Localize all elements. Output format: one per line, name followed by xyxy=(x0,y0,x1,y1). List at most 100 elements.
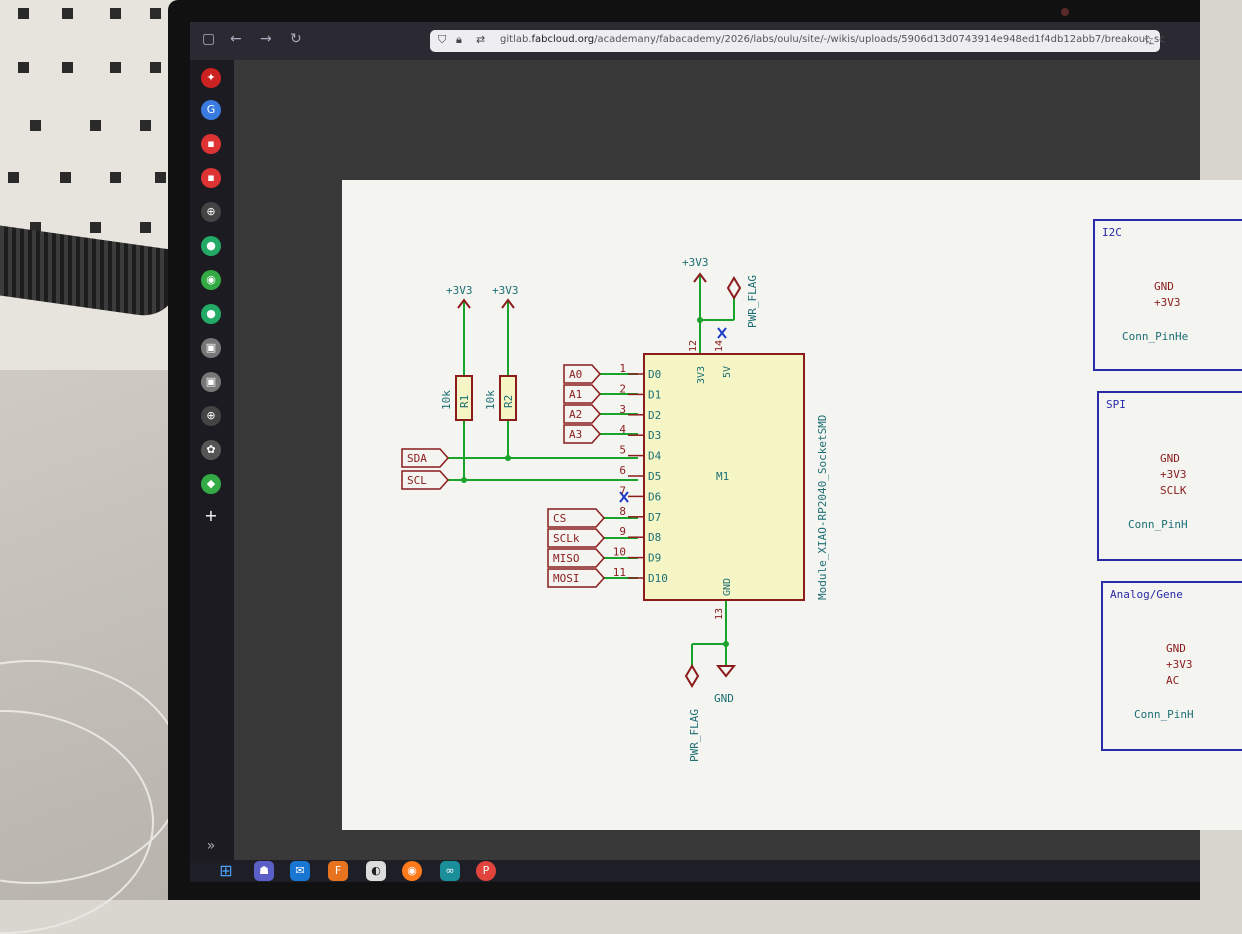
net-label: A3 xyxy=(569,428,582,441)
puzzle-icon[interactable]: ▣ xyxy=(201,372,221,392)
url-text: gitlab.fabcloud.org/academany/fabacademy… xyxy=(500,34,1165,45)
panel-line: Conn_PinH xyxy=(1128,518,1188,531)
panel-line: +3V3 xyxy=(1154,296,1181,309)
url-domain: fabcloud.org xyxy=(531,34,595,45)
net-label-tag xyxy=(547,548,606,568)
panel-line: +3V3 xyxy=(1160,468,1187,481)
panel-title: I2C xyxy=(1102,226,1122,239)
resistor-body xyxy=(499,375,517,421)
resistor-body xyxy=(455,375,473,421)
pin-3v3: 3V3 xyxy=(696,366,707,384)
net-label: MISO xyxy=(553,552,580,565)
fusion-icon[interactable]: F xyxy=(328,861,348,881)
settings-icon[interactable]: ✿ xyxy=(201,440,221,460)
windows-start-icon[interactable]: ⊞ xyxy=(219,861,233,880)
app-icon[interactable]: ▪ xyxy=(201,134,221,154)
app-icon[interactable]: ▪ xyxy=(201,168,221,188)
resistor-value: 10k xyxy=(484,390,497,410)
schematic-drawing: +3V3 +3V3 +3V3 PWR_FLAG PWR_FLAG GND R11… xyxy=(401,219,1242,762)
add-icon[interactable]: + xyxy=(204,506,218,525)
power-arrows xyxy=(457,272,707,309)
pin-number: 1 xyxy=(619,362,626,375)
bookmark-star-icon[interactable]: ☆ xyxy=(1143,33,1154,47)
pin-name: D5 xyxy=(648,470,661,483)
net-label: SCLk xyxy=(553,532,580,545)
panel-title: SPI xyxy=(1106,398,1126,411)
pin-number: 10 xyxy=(613,546,626,559)
wires xyxy=(448,274,735,666)
pin-name: D2 xyxy=(648,409,661,422)
extension-icon[interactable]: ● xyxy=(201,304,221,324)
lock-icon: 🔒︎ xyxy=(456,33,462,46)
panel-line: SCLK xyxy=(1160,484,1187,497)
permissions-icon: ⇄ xyxy=(476,33,486,46)
panel-line: GND xyxy=(1166,642,1186,655)
resistor-ref: R2 xyxy=(502,395,515,408)
pin-number: 9 xyxy=(619,525,626,538)
forward-arrow-icon[interactable]: → xyxy=(260,31,272,47)
panel-line: Conn_PinHe xyxy=(1122,330,1188,343)
taskbar: ⊞ ☗ ✉ F ◐ ◉ ∞ P xyxy=(190,860,1200,882)
globe-icon[interactable]: ⊕ xyxy=(201,202,221,222)
net-label: A0 xyxy=(569,368,582,381)
app-icon[interactable]: ◐ xyxy=(366,861,386,881)
address-bar[interactable]: ⛉ 🔒︎ ⇄ gitlab.fabcloud.org/academany/fab… xyxy=(430,30,1165,52)
panel-line: GND xyxy=(1154,280,1174,293)
pin-name: D7 xyxy=(648,511,661,524)
power-label: +3V3 xyxy=(446,284,473,297)
net-label: SCL xyxy=(407,474,427,487)
net-label-tag xyxy=(401,448,450,468)
outlook-icon[interactable]: ✉ xyxy=(290,861,310,881)
pdf-icon[interactable]: P xyxy=(476,861,496,881)
net-label: A1 xyxy=(569,388,582,401)
pegboard xyxy=(0,0,175,370)
pin-number: 5 xyxy=(619,444,626,457)
resistor-ref: R1 xyxy=(458,395,471,408)
pin-5v: 5V xyxy=(722,366,733,378)
pin-name: D4 xyxy=(648,450,662,463)
extension-icon[interactable]: ◉ xyxy=(201,270,221,290)
pin-num-gnd: 13 xyxy=(714,608,725,620)
net-label-tag xyxy=(563,364,602,384)
arduino-icon[interactable]: ∞ xyxy=(440,861,460,881)
extension-icon[interactable]: ◆ xyxy=(201,474,221,494)
panel-title: Analog/Gene xyxy=(1110,588,1183,601)
url-prefix: gitlab. xyxy=(500,34,532,45)
pwr-flag-symbols xyxy=(684,276,742,688)
more-icon[interactable]: » xyxy=(206,838,216,854)
pin-name: D6 xyxy=(648,490,661,503)
back-arrow-icon[interactable]: ← xyxy=(230,31,242,47)
pin-num-3v3: 12 xyxy=(688,340,699,352)
panel-line: GND xyxy=(1160,452,1180,465)
pin-name: D1 xyxy=(648,388,661,401)
net-label: SDA xyxy=(407,452,427,465)
browser-toolbar: ▢ ← → ↻ ⛉ 🔒︎ ⇄ gitlab.fabcloud.org/acade… xyxy=(190,22,1200,60)
browser-sidebar: ✦ G ▪ ▪ ⊕ ● ◉ ● ▣ ▣ ⊕ ✿ ◆ + » xyxy=(190,60,234,882)
pin-gnd: GND xyxy=(722,578,733,596)
bookmark-icon[interactable]: ✦ xyxy=(201,68,221,88)
camera-dot xyxy=(1061,8,1069,16)
puzzle-icon[interactable]: ▣ xyxy=(201,338,221,358)
sidebar-toggle-icon[interactable]: ▢ xyxy=(202,31,216,47)
net-label: A2 xyxy=(569,408,582,421)
teams-icon[interactable]: ☗ xyxy=(254,861,274,881)
net-label-tag xyxy=(547,568,606,588)
pin-number: 3 xyxy=(619,403,626,416)
firefox-icon[interactable]: ◉ xyxy=(402,861,422,881)
net-label-tag xyxy=(547,508,606,528)
extension-icon[interactable]: ● xyxy=(201,236,221,256)
net-label-tag xyxy=(547,528,606,548)
laptop-screen: ▢ ← → ↻ ⛉ 🔒︎ ⇄ gitlab.fabcloud.org/acade… xyxy=(190,22,1242,882)
power-label: +3V3 xyxy=(492,284,519,297)
reload-icon[interactable]: ↻ xyxy=(290,31,302,47)
panel-frame xyxy=(1093,219,1242,371)
panel-frame xyxy=(1101,581,1242,751)
globe-icon[interactable]: ⊕ xyxy=(201,406,221,426)
panel-frame xyxy=(1097,391,1242,561)
pin-name: D9 xyxy=(648,552,661,565)
google-icon[interactable]: G xyxy=(201,100,221,120)
